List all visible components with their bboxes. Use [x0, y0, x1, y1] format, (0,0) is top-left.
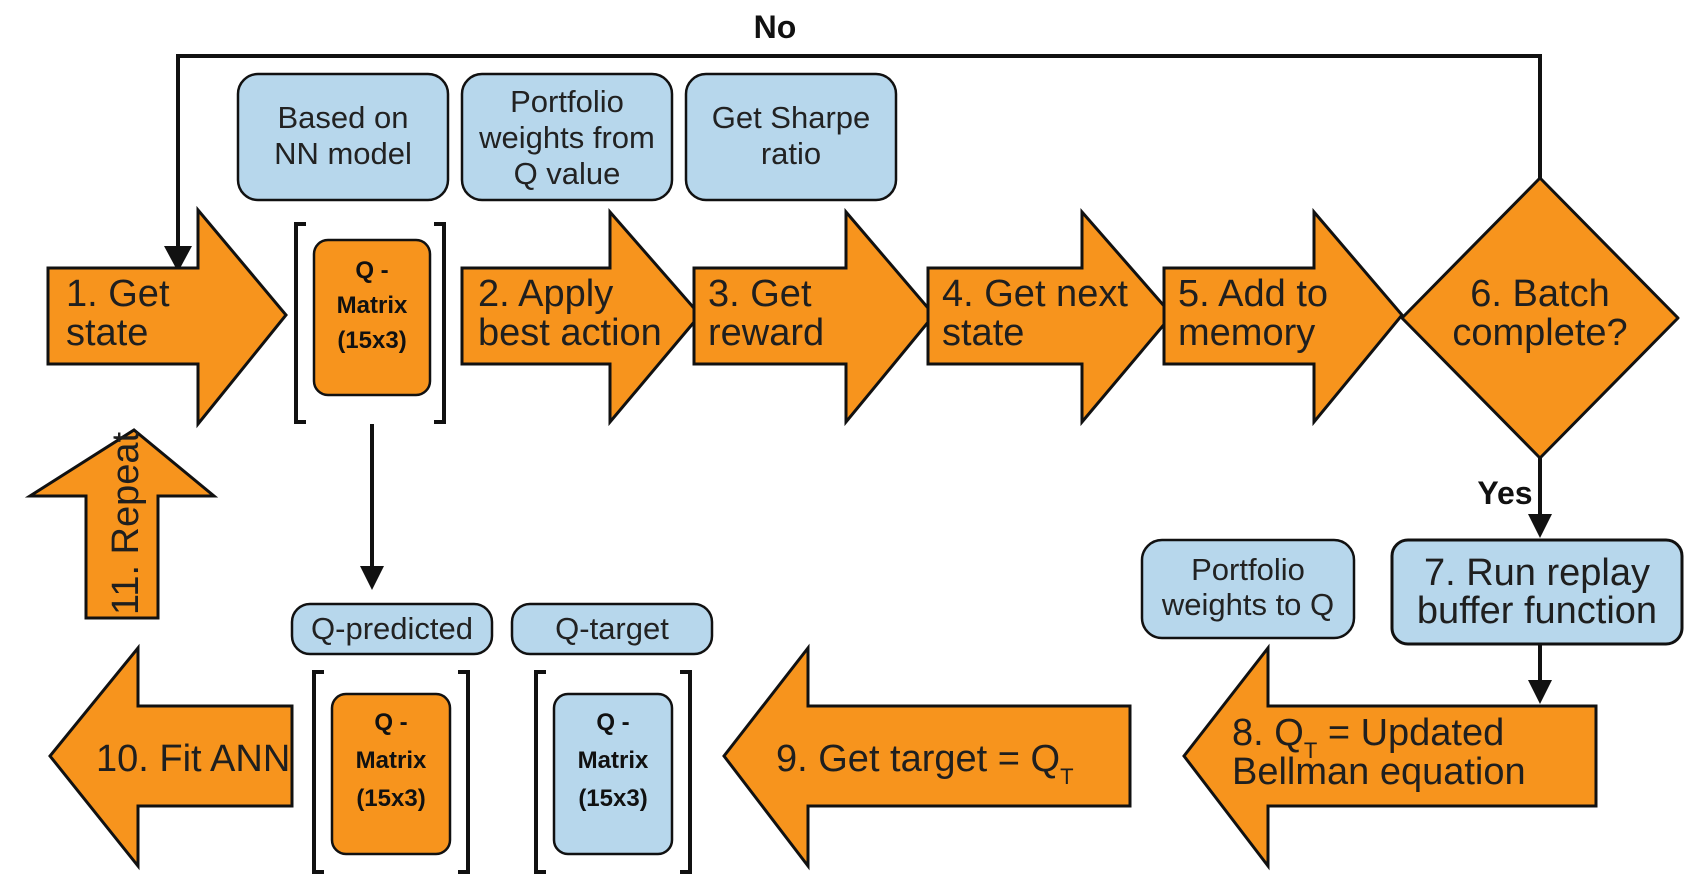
- step-3-line1: 3. Get: [708, 273, 812, 315]
- step-9-subscript: T: [1060, 764, 1073, 789]
- step-8-subscript: T: [1304, 738, 1317, 763]
- note-sharpe-line1: Get Sharpe: [712, 100, 871, 135]
- q-target-label: Q-target: [555, 611, 669, 646]
- yes-arrowhead: [1528, 514, 1552, 538]
- q-predicted-label: Q-predicted: [311, 611, 473, 646]
- note-weights-to-q-line2: weights to Q: [1161, 587, 1334, 622]
- note-nn-model: Based on NN model: [236, 72, 450, 202]
- step-1-line2: state: [66, 312, 148, 354]
- q-target-matrix-line1: Q -: [596, 709, 629, 736]
- step-3-line2: reward: [708, 312, 824, 354]
- top-q-matrix-line1: Q -: [355, 257, 388, 284]
- step-6-line2: complete?: [1452, 312, 1627, 354]
- note-sharpe-ratio: Get Sharpe ratio: [684, 72, 898, 202]
- step-7-line2: buffer function: [1417, 590, 1657, 632]
- q-predicted-group: Q-predicted Q - Matrix (15x3): [290, 602, 494, 874]
- no-loop-connector: No: [164, 9, 1542, 272]
- note-nn-model-line1: Based on: [278, 100, 409, 135]
- note-weights-to-q: Portfolio weights to Q: [1140, 538, 1356, 640]
- step-4-line2: state: [942, 312, 1024, 354]
- step-8-rest: = Updated: [1317, 712, 1504, 754]
- top-q-matrix-line2: Matrix: [337, 292, 408, 319]
- step-4-line1: 4. Get next: [942, 273, 1128, 315]
- step-7-to-8-arrowhead: [1528, 680, 1552, 704]
- step-5-line2: memory: [1178, 312, 1315, 354]
- step-7-line1: 7. Run replay: [1424, 552, 1650, 594]
- step-9-label: 9. Get target = QT: [776, 738, 1074, 789]
- q-predicted-note: [290, 602, 494, 656]
- step-11-label: 11. Repeat: [105, 431, 147, 615]
- no-loop-arrowhead: [164, 246, 192, 272]
- note-portfolio-weights-line2: weights from: [478, 120, 655, 155]
- step-2-apply-best-action: 2. Apply best action: [460, 208, 702, 427]
- q-target-matrix-box: [552, 692, 674, 856]
- step-1-line1: 1. Get: [66, 273, 170, 315]
- note-portfolio-weights: Portfolio weights from Q value: [460, 72, 674, 202]
- q-target-group: Q-target Q - Matrix (15x3): [510, 602, 714, 874]
- step-8-prefix: 8. Q: [1232, 712, 1304, 754]
- step-5-add-to-memory: 5. Add to memory: [1162, 207, 1404, 427]
- no-label: No: [754, 9, 797, 45]
- note-portfolio-weights-line3: Q value: [514, 156, 621, 191]
- yes-label: Yes: [1477, 475, 1532, 511]
- note-portfolio-weights-line1: Portfolio: [510, 84, 624, 119]
- top-q-matrix-line3: (15x3): [337, 327, 406, 354]
- top-matrix-to-q-predicted-connector: [360, 424, 384, 590]
- step-6-batch-complete-decision: 6. Batch complete?: [1400, 176, 1680, 460]
- top-matrix-to-q-predicted-arrowhead: [360, 566, 384, 590]
- step-10-fit-ann: 10. Fit ANN: [48, 643, 294, 871]
- step-9-main: 9. Get target = Q: [776, 738, 1060, 780]
- step-1-get-state: 1. Get state: [46, 205, 288, 429]
- step-2-line2: best action: [478, 312, 662, 354]
- step-6-line1: 6. Batch: [1470, 273, 1609, 315]
- step-7-to-step-8-connector: [1528, 644, 1552, 704]
- q-target-matrix-line3: (15x3): [578, 785, 647, 812]
- q-predicted-matrix-line1: Q -: [374, 709, 407, 736]
- step-3-get-reward: 3. Get reward: [692, 207, 936, 427]
- step-2-line1: 2. Apply: [478, 273, 613, 315]
- q-target-note: [510, 602, 714, 656]
- q-predicted-matrix-box: [330, 692, 452, 856]
- step-5-line1: 5. Add to: [1178, 273, 1328, 315]
- yes-connector: Yes: [1477, 458, 1552, 538]
- step-10-label: 10. Fit ANN: [96, 738, 290, 780]
- q-predicted-matrix-line3: (15x3): [356, 785, 425, 812]
- step-11-repeat: 11. Repeat: [24, 428, 219, 620]
- step-7-run-replay-buffer: 7. Run replay buffer function: [1390, 538, 1684, 646]
- note-nn-model-line2: NN model: [274, 136, 412, 171]
- step-9-get-target: 9. Get target = QT: [722, 643, 1132, 871]
- step-4-get-next-state: 4. Get next state: [926, 208, 1174, 427]
- q-predicted-matrix-line2: Matrix: [356, 747, 427, 774]
- note-sharpe-line2: ratio: [761, 136, 821, 171]
- step-8-bellman-equation: 8. QT = Updated Bellman equation: [1182, 643, 1598, 871]
- step-8-line2: Bellman equation: [1232, 751, 1526, 793]
- q-target-matrix-line2: Matrix: [578, 747, 649, 774]
- top-q-matrix-group: Q - Matrix (15x3): [294, 222, 446, 424]
- step-8-line1: 8. QT = Updated: [1232, 712, 1504, 763]
- top-q-matrix-box: [312, 238, 432, 397]
- note-weights-to-q-line1: Portfolio: [1191, 552, 1305, 587]
